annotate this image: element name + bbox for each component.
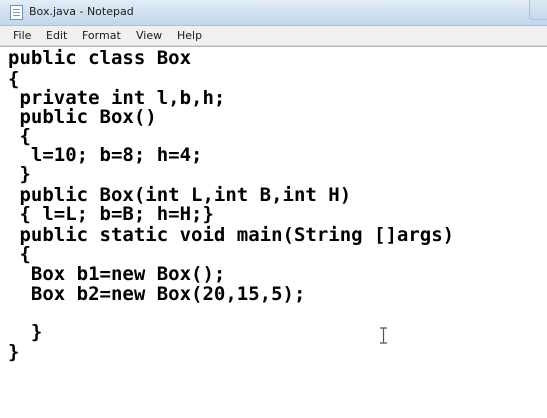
code-line: public Box(int L,int B,int H): [8, 184, 352, 206]
code-line: }: [8, 321, 43, 343]
window-title: Box.java - Notepad: [29, 5, 134, 18]
code-line: }: [8, 163, 31, 185]
code-line: public Box(): [8, 106, 157, 128]
title-bar[interactable]: Box.java - Notepad: [0, 0, 547, 26]
text-editor[interactable]: public class Box { private int l,b,h; pu…: [0, 46, 547, 418]
code-line: { l=L; b=B; h=H;}: [8, 203, 214, 225]
code-line: Box b2=new Box(20,15,5);: [8, 283, 306, 305]
code-line: public class Box: [8, 47, 192, 69]
menu-help[interactable]: Help: [177, 29, 203, 42]
code-line: public static void main(String []args): [8, 224, 455, 246]
menu-bar: File Edit Format View Help: [0, 26, 547, 46]
menu-file[interactable]: File: [13, 29, 32, 42]
notepad-icon[interactable]: [10, 5, 23, 20]
code-line: {: [8, 243, 31, 265]
code-line: }: [8, 341, 20, 363]
menu-edit[interactable]: Edit: [46, 29, 68, 42]
code-line: private int l,b,h;: [8, 87, 226, 109]
code-line: l=10; b=8; h=4;: [8, 144, 203, 166]
menu-format[interactable]: Format: [82, 29, 121, 42]
code-line: {: [8, 125, 31, 147]
window-control-button[interactable]: [529, 0, 547, 20]
code-line: Box b1=new Box();: [8, 263, 226, 285]
menu-view[interactable]: View: [136, 29, 163, 42]
code-line: {: [8, 68, 20, 90]
text-cursor-icon: [380, 327, 387, 344]
